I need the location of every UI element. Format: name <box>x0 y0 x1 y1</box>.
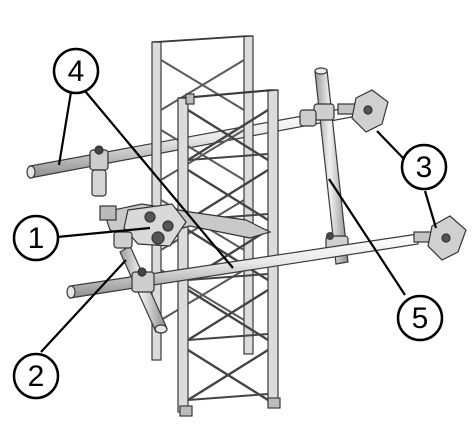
mounting-bracket <box>99 203 272 247</box>
callout-3-label: 3 <box>416 151 433 184</box>
callout-2-label: 2 <box>28 360 45 393</box>
wall-plate-lower <box>413 215 467 261</box>
callout-3: 3 <box>400 143 448 191</box>
callout-1-label: 1 <box>28 222 45 255</box>
callout-5-label: 5 <box>412 302 429 335</box>
callout-4-label: 4 <box>68 55 85 88</box>
callout-5: 5 <box>396 294 444 342</box>
wall-plate-upper <box>337 89 389 133</box>
truss-tower <box>151 35 281 417</box>
callout-1: 1 <box>12 214 60 262</box>
leader-lines <box>40 90 438 353</box>
vertical-tube <box>313 67 349 265</box>
tube-couplers <box>89 109 317 293</box>
lower-horizontal-tube <box>66 233 419 299</box>
callout-2: 2 <box>12 352 60 400</box>
callout-4: 4 <box>52 47 100 95</box>
